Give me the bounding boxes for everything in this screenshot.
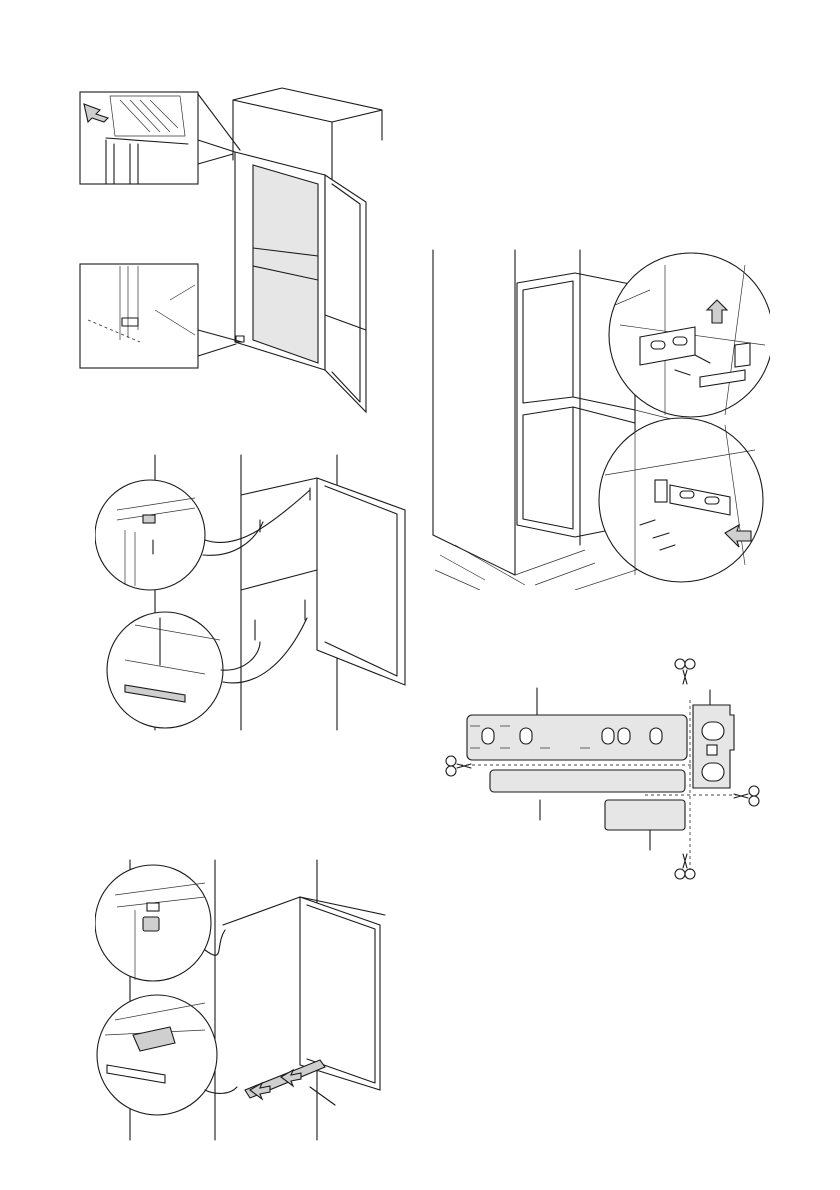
template-small-block [605,800,685,830]
figure-1-fridge-column [70,80,390,420]
callout-bottom [80,264,198,368]
scissors-icon [675,659,695,684]
scissors-icon [675,854,695,879]
callout-circle-bottom [97,995,217,1115]
screw-icon [255,488,310,640]
callout-circle-bottom [107,612,223,728]
callout-circle-top [95,480,205,590]
figure-4-cut-template [440,650,770,880]
scissors-icon [734,786,759,806]
figure-2-screw-fixing [95,450,415,740]
scissors-icon [446,756,471,776]
figure-5-cover-strip [95,855,395,1145]
figure-3-niche-brackets [425,245,770,590]
callout-top [80,92,198,184]
template-middle-strip [490,770,685,792]
